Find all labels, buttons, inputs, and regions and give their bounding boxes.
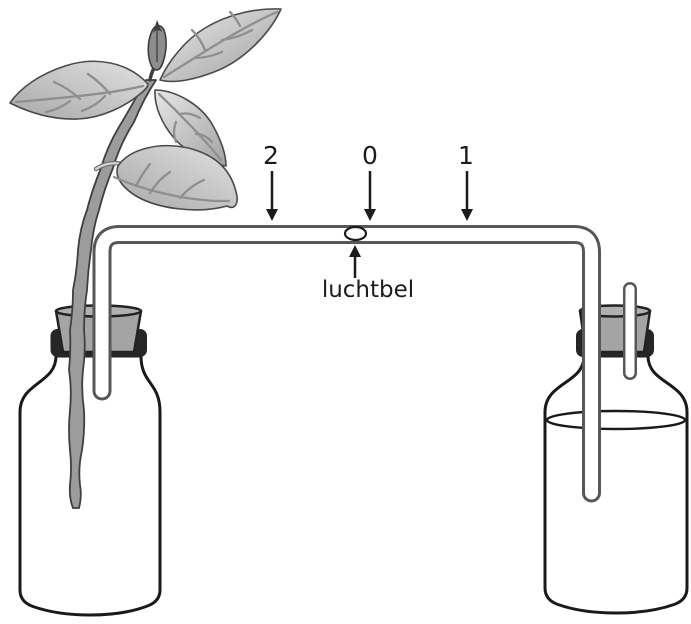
left-bottle (18, 354, 162, 617)
bud-stalk (148, 66, 156, 82)
bubble-label: luchtbel (322, 277, 414, 303)
arrow-down-icon (364, 171, 376, 221)
water-level (545, 409, 687, 431)
leaf-middle-right-blade (154, 89, 227, 167)
leaf-upper-left (9, 60, 149, 120)
leaf-upper-left-blade (9, 60, 149, 120)
leaf-lower-blade (116, 144, 238, 211)
mark-label-1: 1 (458, 141, 474, 170)
arrow-down-icon (266, 171, 278, 221)
right-bottle (543, 354, 689, 615)
leaf-upper-right-veins (162, 10, 279, 79)
left-bottle-body (18, 354, 162, 617)
connecting-tube-lumen (95, 228, 598, 500)
arrow-down-icon (461, 171, 473, 221)
plant (9, 8, 282, 509)
bud-tip (153, 20, 162, 33)
mark-label-0: 0 (362, 141, 378, 170)
leaf-lower (112, 144, 238, 211)
plant-stem (68, 79, 157, 509)
arrow-up-icon (349, 245, 361, 278)
air-bubble (343, 225, 368, 242)
leaf-middle-right-veins (157, 92, 223, 162)
leaf-upper-right (159, 8, 282, 83)
scale-marks: 2 0 1 (263, 141, 474, 221)
leaf-upper-left-veins (14, 72, 145, 114)
connecting-tube-outline (92, 225, 601, 503)
right-bottle-body (543, 354, 689, 615)
leaf-middle-right (154, 89, 227, 167)
leaf-lower-veins (112, 162, 231, 203)
bud (147, 20, 167, 82)
mark-label-2: 2 (263, 141, 279, 170)
bubble-callout: luchtbel (322, 245, 414, 303)
connecting-tube (92, 225, 601, 503)
